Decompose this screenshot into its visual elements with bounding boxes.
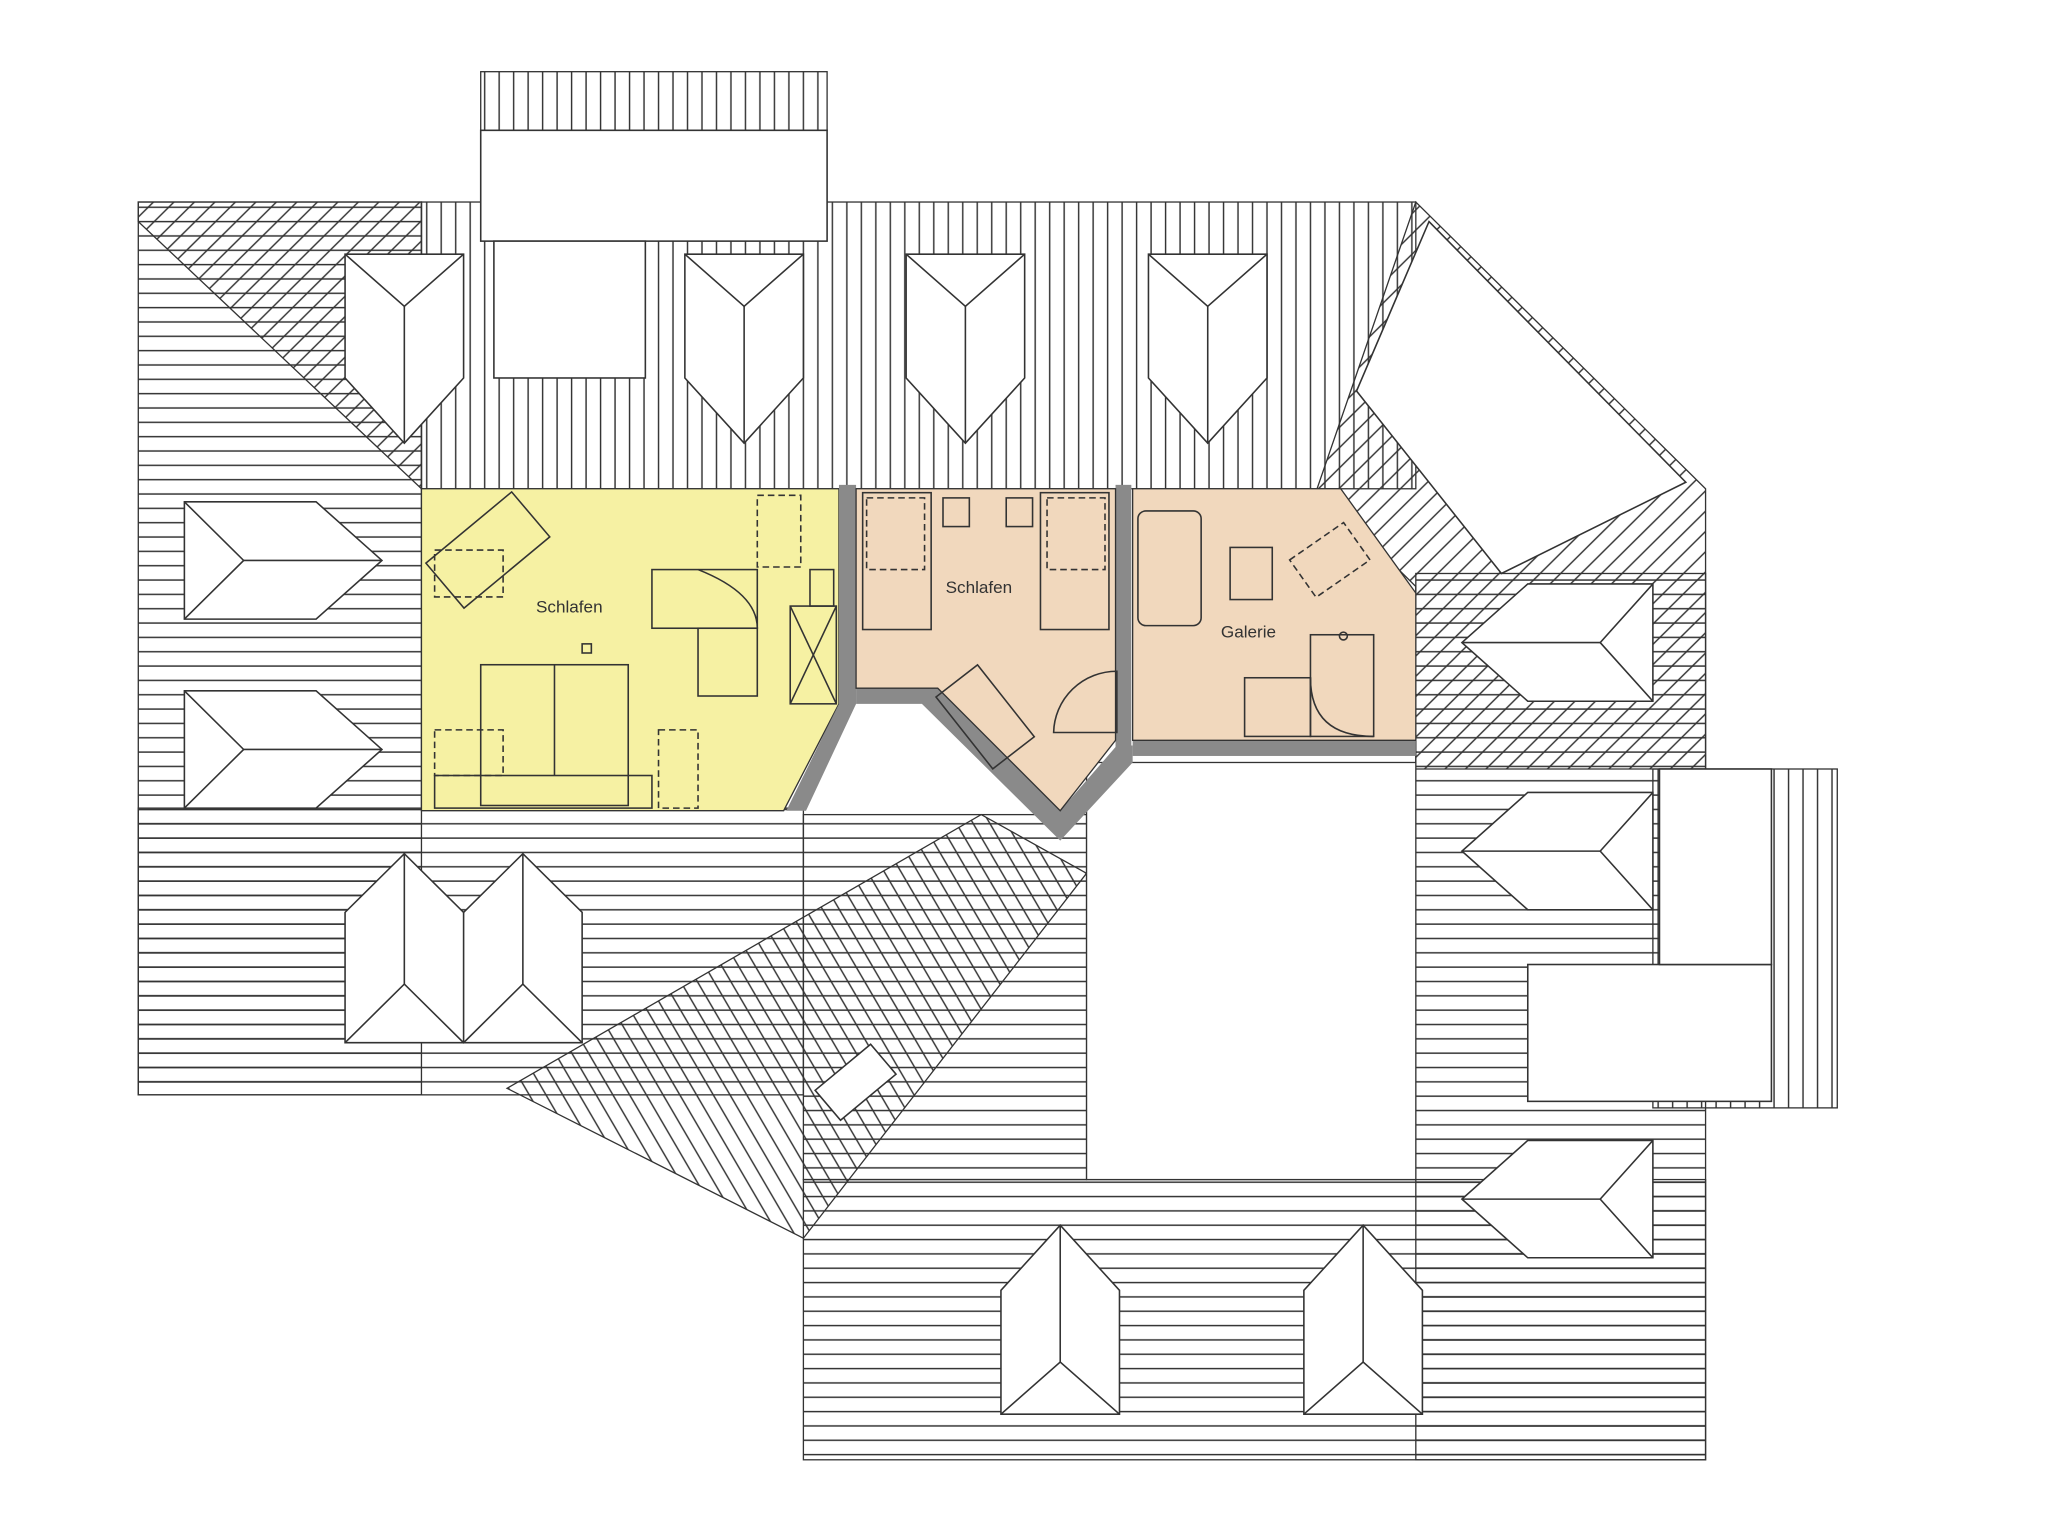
room-schlafen-2[interactable]: Schlafen <box>855 488 1118 812</box>
room-galerie[interactable]: Galerie <box>1131 488 1417 741</box>
walls <box>786 484 1416 841</box>
room-label: Schlafen <box>946 578 1013 597</box>
dormers <box>183 253 1654 1415</box>
room-schlafen-1[interactable]: Schlafen <box>420 488 840 812</box>
room-label: Schlafen <box>536 598 603 617</box>
room-label: Galerie <box>1221 622 1276 641</box>
